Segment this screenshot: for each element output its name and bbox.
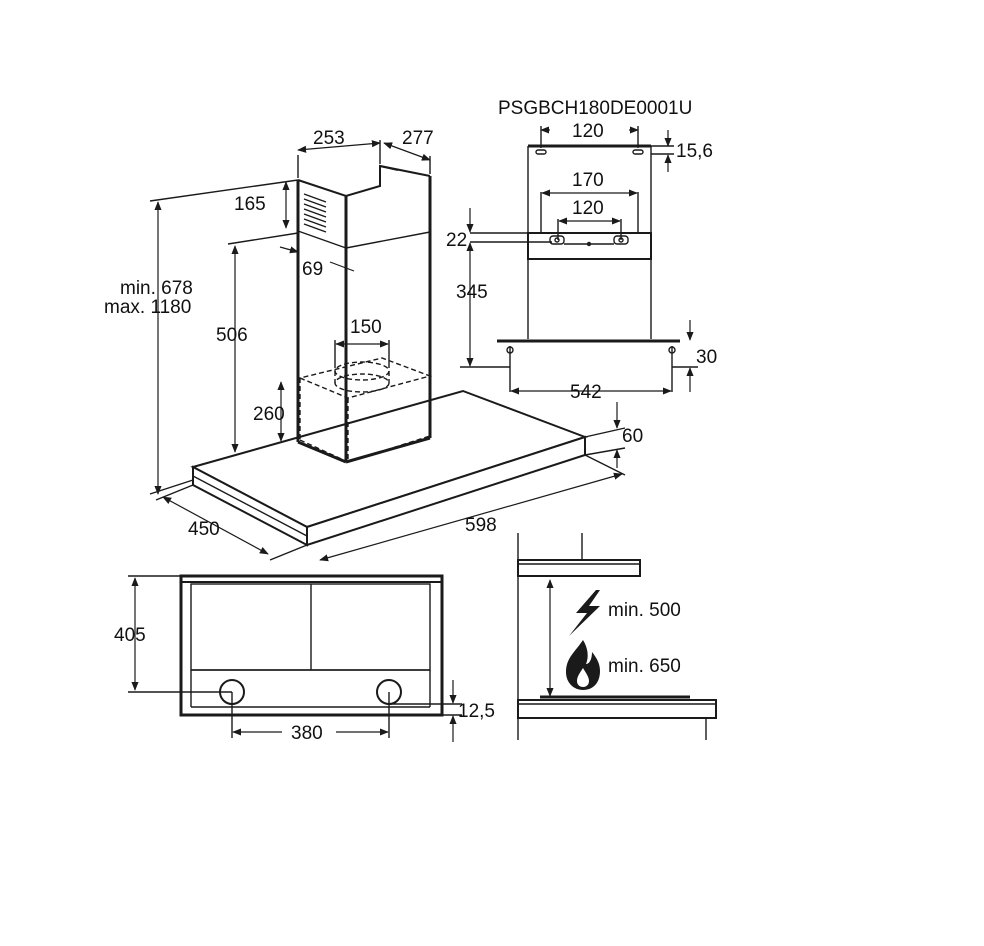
dim-canopy-depth: 450 xyxy=(188,519,220,540)
dim-bracket-width: 170 xyxy=(572,170,604,191)
dim-bracket-hole-spacing: 120 xyxy=(572,198,604,219)
lightning-icon xyxy=(569,590,600,636)
dim-total-height-min: min. 678 xyxy=(120,278,193,299)
dim-chimney-height: 506 xyxy=(216,325,248,346)
dim-top-hole-offset: 12,5 xyxy=(458,701,495,722)
dim-chimney-depth: 277 xyxy=(402,128,434,149)
dim-canopy-width: 598 xyxy=(465,515,497,536)
dim-chimney-width: 253 xyxy=(313,128,345,149)
chimney xyxy=(296,164,432,464)
dim-filter-box-height: 260 xyxy=(253,404,285,425)
flame-icon xyxy=(566,640,600,690)
dim-total-height-max: max. 1180 xyxy=(104,297,191,318)
canopy xyxy=(190,389,589,547)
dim-base-hole-spacing: 542 xyxy=(570,382,602,403)
clearance-electric-label: min. 500 xyxy=(608,600,681,621)
vent-slots xyxy=(303,193,327,233)
dim-top-hole-spacing: 380 xyxy=(291,723,323,744)
dim-top-hole-offset: 15,6 xyxy=(676,141,713,162)
isometric-hood-view: 253 277 165 69 min. 678 max. 1180 506 15… xyxy=(104,128,643,562)
clearance-view: min. 500 min. 650 xyxy=(517,533,717,740)
clearance-gas-label: min. 650 xyxy=(608,656,681,677)
dim-bracket-to-base: 345 xyxy=(456,282,488,303)
dim-bracket-offset: 22 xyxy=(446,230,467,251)
dim-base-offset: 30 xyxy=(696,347,717,368)
dim-top-depth: 405 xyxy=(114,625,146,646)
bracket-view: 120 15,6 170 120 22 345 xyxy=(446,121,717,403)
dim-chimney-offset: 69 xyxy=(302,259,323,280)
model-code: PSGBCH180DE0001U xyxy=(498,98,692,119)
dim-outlet-diameter: 150 xyxy=(350,317,382,338)
dim-canopy-thickness: 60 xyxy=(622,426,643,447)
top-view: 405 380 12,5 xyxy=(114,574,495,744)
dim-vent-height: 165 xyxy=(234,194,266,215)
dim-top-hole-spacing: 120 xyxy=(572,121,604,142)
